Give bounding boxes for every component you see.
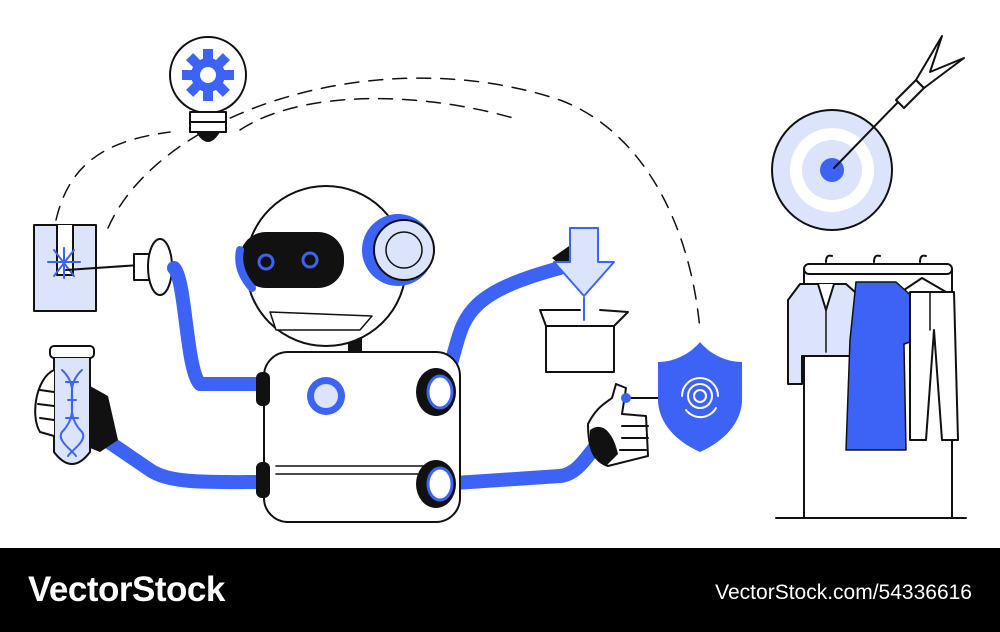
watermark-footer: VectorStock VectorStock.com/54336616 — [0, 548, 1000, 632]
robot-illustration — [33, 35, 967, 523]
robot-icon — [235, 185, 461, 523]
dashed-arcs — [55, 77, 701, 331]
gear-icon — [182, 49, 234, 101]
lightbulb-gear-icon — [169, 36, 247, 142]
fingerprint-shield-icon — [587, 342, 742, 467]
dna-test-tube-icon — [34, 345, 118, 465]
download-box-icon — [539, 227, 629, 373]
clothing-rack-icon — [775, 254, 967, 519]
laser-cutter-icon — [33, 224, 173, 312]
stock-id-text: VectorStock.com/54336616 — [715, 581, 972, 604]
brand-logo-text: VectorStock — [28, 570, 225, 609]
target-dart-icon — [771, 35, 965, 231]
